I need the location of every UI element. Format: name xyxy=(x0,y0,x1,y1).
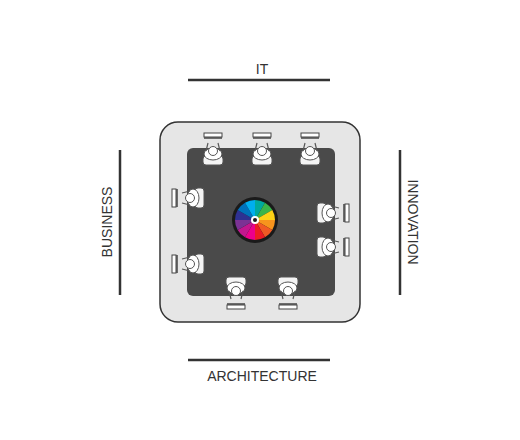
side-bar xyxy=(399,150,402,295)
side-label: IT xyxy=(256,62,268,76)
side-label: BUSINESS xyxy=(100,187,114,258)
color-wheel xyxy=(232,197,278,243)
side-label: INNOVATION xyxy=(406,179,420,264)
side-bar xyxy=(188,79,330,82)
people xyxy=(172,133,349,309)
table-rim xyxy=(160,122,360,322)
table-top xyxy=(187,148,335,296)
side-label: ARCHITECTURE xyxy=(207,369,317,383)
side-bar xyxy=(188,359,330,362)
side-bar xyxy=(119,150,122,295)
